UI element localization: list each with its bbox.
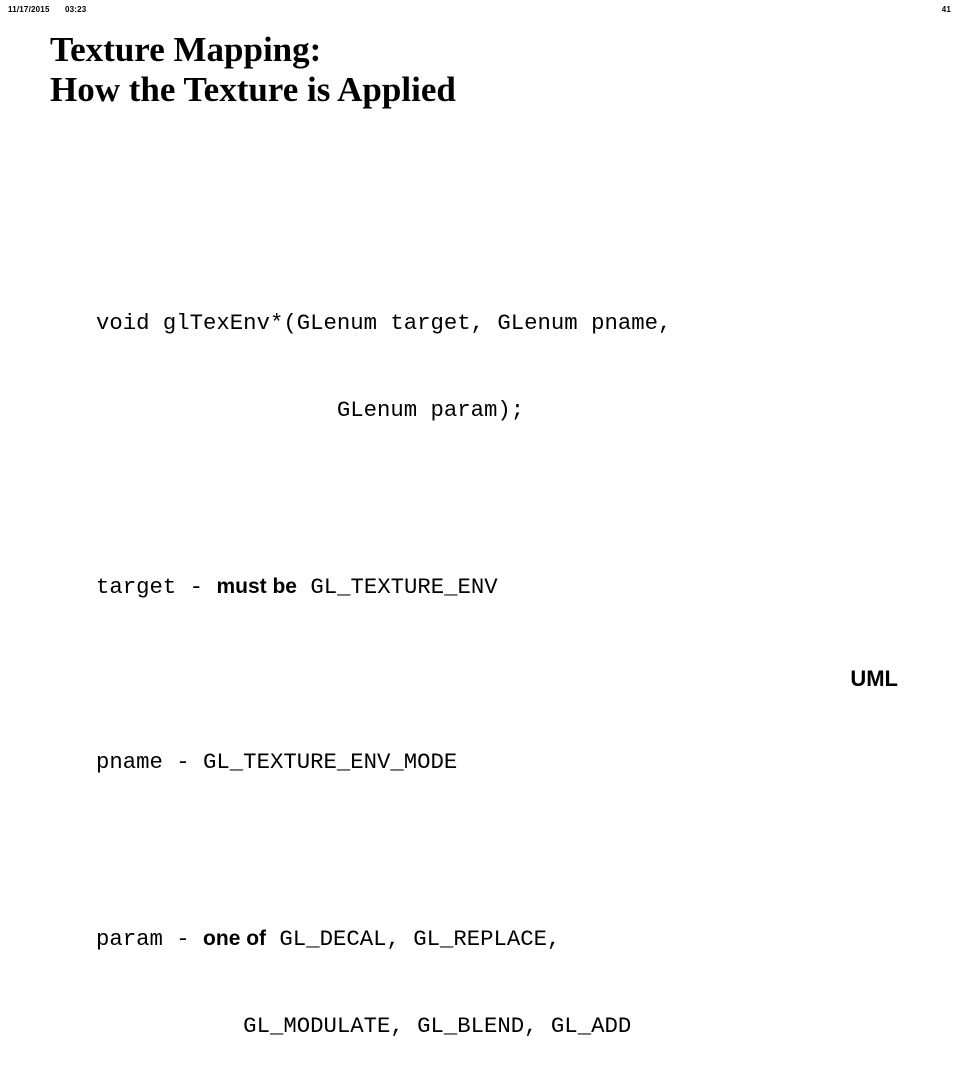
param-description: param - one of GL_DECAL, GL_REPLACE, [96, 924, 671, 953]
target-value: GL_TEXTURE_ENV [296, 574, 498, 601]
target-label: target - [96, 574, 217, 601]
target-prose: must be [216, 575, 297, 599]
param-value-line-1: GL_DECAL, GL_REPLACE, [266, 925, 561, 952]
function-signature-line-2: GLenum param); [96, 397, 525, 424]
footer-label: UML [850, 666, 898, 691]
slide-title-line-2: How the Texture is Applied [50, 70, 456, 109]
header-time: 03:23 [65, 5, 87, 14]
param-value-line-2: GL_MODULATE, GL_BLEND, GL_ADD [96, 1012, 632, 1039]
slide-title-line-1: Texture Mapping: [50, 30, 322, 69]
code-block: void glTexEnv*(GLenum target, GLenum pna… [96, 250, 671, 1070]
param-label: param - [96, 925, 204, 952]
slide-title: Texture Mapping: How the Texture is Appl… [50, 30, 456, 110]
page-number: 41 [941, 5, 951, 14]
blank-line [96, 484, 671, 513]
blank-line [96, 660, 671, 689]
pname-description: pname - GL_TEXTURE_ENV_MODE [96, 749, 458, 776]
function-signature-line-1: void glTexEnv*(GLenum target, GLenum pna… [96, 309, 672, 336]
header-date: 11/17/2015 [8, 5, 50, 14]
param-prose: one of [203, 926, 267, 950]
blank-line [96, 836, 671, 865]
target-description: target - must be GL_TEXTURE_ENV [96, 572, 671, 601]
